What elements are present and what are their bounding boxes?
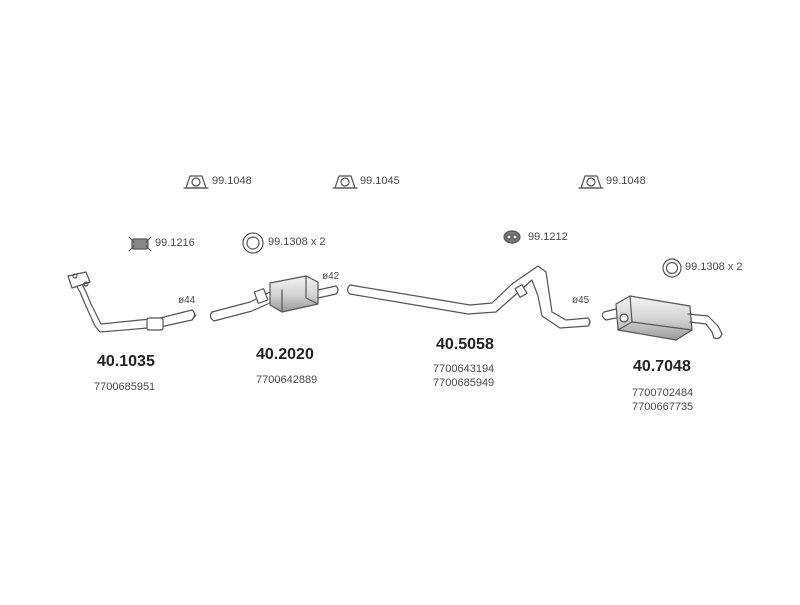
oem-number: 7700667735	[632, 401, 694, 413]
oem-number: 7700685951	[94, 381, 156, 393]
rubber-mount-icon	[128, 236, 152, 252]
gasket-ring-icon	[662, 258, 682, 278]
diameter-label: ø42	[322, 271, 340, 282]
gasket-code: 99.1308 x 2	[268, 236, 326, 248]
oem-number: 7700702484	[632, 387, 694, 399]
oem-number: 7700643194	[433, 363, 495, 375]
mount-code: 99.1216	[155, 237, 195, 249]
diameter-label: ø45	[572, 295, 590, 306]
intermediate-pipe	[346, 265, 591, 329]
clamp-icon	[183, 175, 209, 189]
part-number: 40.5058	[436, 336, 494, 353]
oem-number: 7700642889	[256, 374, 318, 386]
front-pipe	[67, 271, 197, 333]
part-number: 40.1035	[97, 353, 155, 370]
oem-number: 7700685949	[433, 377, 495, 389]
gasket-ring-icon	[242, 232, 264, 254]
clamp-code: 99.1048	[212, 175, 252, 187]
hanger-icon	[503, 230, 521, 244]
diameter-label: ø44	[178, 295, 196, 306]
clamp-code: 99.1048	[606, 175, 646, 187]
clamp-icon	[332, 175, 358, 189]
clamp-code: 99.1045	[360, 175, 400, 187]
gasket-code: 99.1308 x 2	[685, 261, 743, 273]
rear-muffler	[601, 295, 723, 341]
centre-muffler	[209, 275, 339, 322]
hanger-code: 99.1212	[528, 231, 568, 243]
clamp-icon	[578, 175, 604, 189]
part-number: 40.2020	[256, 346, 314, 363]
part-number: 40.7048	[633, 358, 691, 375]
